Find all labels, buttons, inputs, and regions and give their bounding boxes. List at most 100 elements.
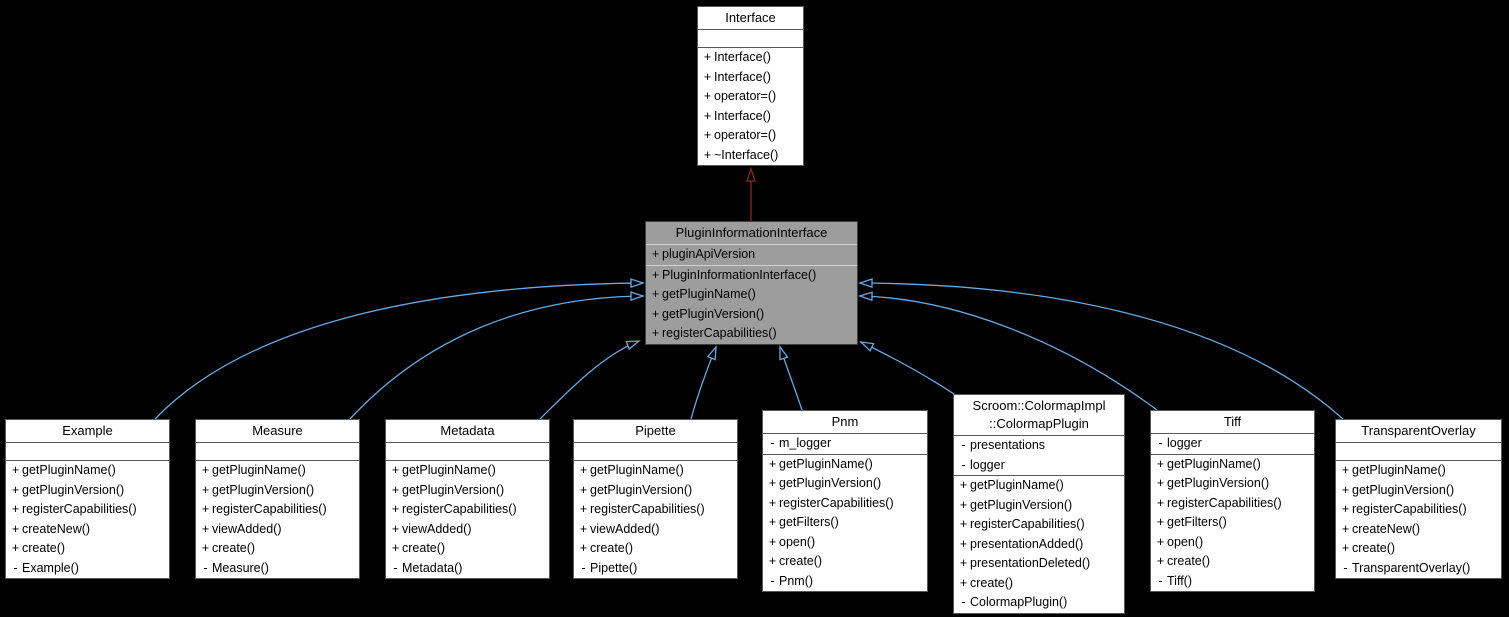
method-label: getPluginName()	[402, 463, 496, 477]
method-label: TransparentOverlay()	[1352, 560, 1471, 575]
method-row: +getPluginName()	[763, 455, 927, 475]
method-label: createNew()	[1352, 521, 1421, 536]
class-node-pnm[interactable]: Pnm-m_logger+getPluginName()+getPluginVe…	[762, 410, 928, 592]
visibility-marker: +	[1341, 463, 1350, 477]
class-title: TransparentOverlay	[1336, 420, 1501, 442]
method-label: getPluginName()	[1167, 456, 1261, 471]
method-row: +presentationDeleted()	[954, 554, 1124, 574]
method-row: +create()	[574, 539, 737, 559]
method-label: getFilters()	[1167, 515, 1227, 529]
method-row: +getPluginName()	[574, 461, 737, 481]
visibility-marker: +	[1341, 521, 1350, 536]
method-row: +open()	[763, 533, 927, 553]
method-label: create()	[970, 575, 1014, 590]
class-title-line: Scroom::ColormapImpl	[972, 398, 1106, 413]
visibility-marker: +	[703, 128, 712, 142]
method-label: create()	[22, 541, 66, 555]
visibility-marker: +	[768, 554, 777, 568]
edge-transparent-overlay-to-plugin-information-interface	[860, 283, 1344, 420]
method-row: +getFilters()	[1151, 513, 1314, 533]
class-title-line: ::ColormapPlugin	[989, 416, 1089, 431]
attribute-row: -logger	[954, 456, 1124, 476]
method-row: -ColormapPlugin()	[954, 593, 1124, 613]
visibility-marker: +	[1341, 541, 1350, 555]
method-label: getPluginVersion()	[590, 482, 693, 497]
method-label: registerCapabilities()	[212, 502, 327, 516]
method-row: +registerCapabilities()	[386, 500, 549, 520]
method-row: +registerCapabilities()	[1336, 500, 1501, 520]
attributes-compartment: -logger	[1151, 433, 1314, 454]
method-row: +viewAdded()	[574, 520, 737, 540]
attribute-row: -presentations	[954, 436, 1124, 456]
class-node-plugin-information-interface[interactable]: PluginInformationInterface+pluginApiVers…	[645, 221, 858, 345]
visibility-marker: -	[1343, 560, 1348, 575]
class-title-line: Measure	[252, 423, 303, 438]
method-row: +create()	[196, 539, 359, 559]
visibility-marker: +	[201, 502, 210, 516]
visibility-marker: +	[1156, 476, 1165, 490]
visibility-marker: -	[961, 438, 966, 452]
method-label: open()	[779, 534, 816, 549]
method-row: +viewAdded()	[386, 520, 549, 540]
methods-compartment: +getPluginName()+getPluginVersion()+regi…	[196, 460, 359, 578]
method-row: -Example()	[6, 559, 169, 579]
attributes-compartment	[386, 442, 549, 460]
method-row: +registerCapabilities()	[6, 500, 169, 520]
methods-compartment: +getPluginName()+getPluginVersion()+regi…	[574, 460, 737, 578]
class-node-measure[interactable]: Measure +getPluginName()+getPluginVersion…	[195, 419, 360, 579]
class-node-tiff[interactable]: Tiff-logger+getPluginName()+getPluginVer…	[1150, 410, 1315, 592]
method-label: viewAdded()	[590, 521, 660, 536]
edge-pipette-to-plugin-information-interface	[690, 347, 716, 420]
method-label: Metadata()	[402, 560, 463, 575]
method-row: +registerCapabilities()	[1151, 494, 1314, 514]
edge-example-to-plugin-information-interface	[154, 283, 643, 420]
visibility-marker: +	[703, 108, 712, 123]
methods-compartment: +getPluginName()+getPluginVersion()+regi…	[6, 460, 169, 578]
method-row: -Measure()	[196, 559, 359, 579]
class-node-interface[interactable]: Interface+Interface()+Interface()+operat…	[697, 6, 804, 166]
visibility-marker: +	[579, 482, 588, 497]
method-label: operator=()	[714, 89, 777, 103]
class-title-line: Example	[62, 423, 113, 438]
class-node-transparent-overlay[interactable]: TransparentOverlay+getPluginName()+getPl…	[1335, 419, 1502, 579]
method-row: +createNew()	[1336, 520, 1501, 540]
method-label: ColormapPlugin()	[970, 595, 1068, 609]
method-row: +registerCapabilities()	[574, 500, 737, 520]
method-label: getPluginVersion()	[970, 497, 1073, 512]
method-label: getPluginVersion()	[1352, 482, 1455, 497]
visibility-marker: -	[203, 560, 208, 575]
method-row: +operator=()	[698, 87, 803, 107]
attributes-compartment	[574, 442, 737, 460]
class-title: PluginInformationInterface	[646, 222, 857, 244]
method-label: operator=()	[714, 128, 777, 142]
visibility-marker: +	[768, 495, 777, 510]
visibility-marker: +	[11, 521, 20, 536]
class-node-example[interactable]: Example +getPluginName()+getPluginVersion…	[5, 419, 170, 579]
method-row: +open()	[1151, 533, 1314, 553]
class-node-metadata[interactable]: Metadata+getPluginName()+getPluginVersio…	[385, 419, 550, 579]
method-row: +getPluginVersion()	[386, 481, 549, 501]
method-row: +~Interface()	[698, 146, 803, 166]
visibility-marker: +	[201, 482, 210, 497]
visibility-marker: +	[579, 521, 588, 536]
methods-compartment: +getPluginName()+getPluginVersion()+regi…	[763, 453, 927, 592]
method-row: +getFilters()	[763, 513, 927, 533]
class-node-scroom-colormap-plugin[interactable]: Scroom::ColormapImpl::ColormapPlugin-pre…	[953, 394, 1125, 614]
visibility-marker: -	[770, 436, 775, 450]
visibility-marker: +	[768, 515, 777, 529]
method-row: -Tiff()	[1151, 572, 1314, 592]
visibility-marker: +	[768, 534, 777, 549]
method-row: +viewAdded()	[196, 520, 359, 540]
visibility-marker: +	[703, 89, 712, 103]
visibility-marker: -	[961, 457, 966, 472]
method-label: open()	[1167, 534, 1204, 549]
method-label: getPluginVersion()	[402, 482, 505, 497]
method-row: +registerCapabilities()	[763, 494, 927, 514]
attributes-compartment	[1336, 442, 1501, 460]
attribute-label: pluginApiVersion	[662, 247, 756, 261]
class-node-pipette[interactable]: Pipette+getPluginName()+getPluginVersion…	[573, 419, 738, 579]
visibility-marker: +	[959, 497, 968, 512]
class-title-line: PluginInformationInterface	[675, 225, 828, 240]
method-label: Example()	[22, 560, 79, 575]
